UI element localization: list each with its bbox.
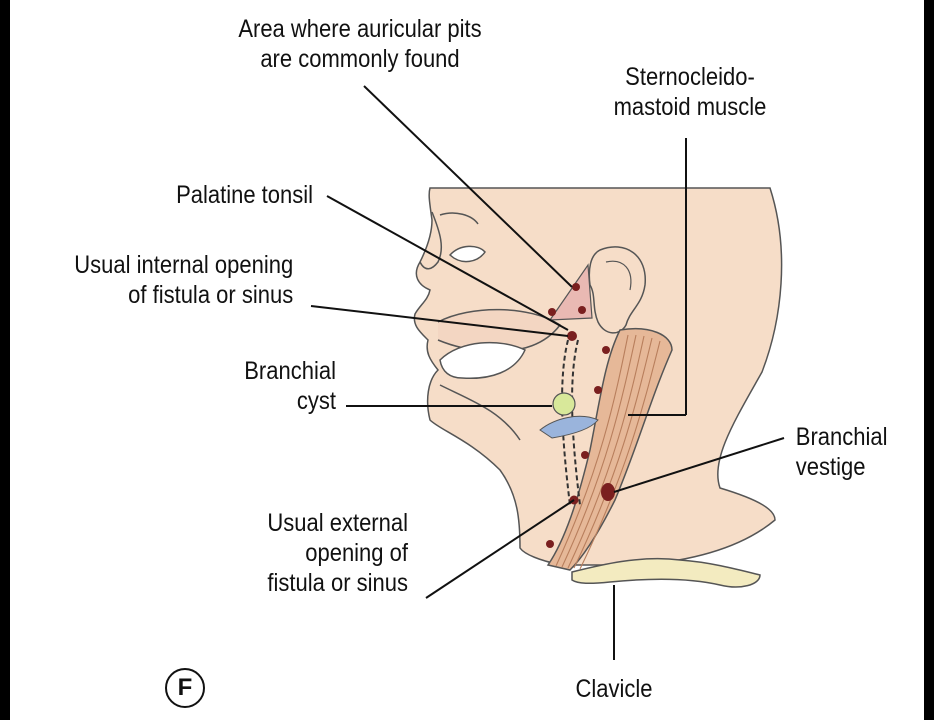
panel-letter-badge: F bbox=[165, 668, 205, 708]
label-clavicle: Clavicle bbox=[561, 674, 667, 704]
branchial-cyst bbox=[553, 393, 575, 415]
label-palatine-tonsil: Palatine tonsil bbox=[123, 180, 313, 210]
label-branchial-cyst: Branchial cyst bbox=[218, 356, 336, 416]
label-internal-opening: Usual internal opening of fistula or sin… bbox=[47, 250, 293, 310]
label-sternocleidomastoid: Sternocleido- mastoid muscle bbox=[602, 62, 778, 122]
label-auricular-pits: Area where auricular pits are commonly f… bbox=[219, 14, 501, 74]
label-external-opening: Usual external opening of fistula or sin… bbox=[232, 508, 408, 598]
label-branchial-vestige: Branchial vestige bbox=[796, 422, 910, 482]
branchial-vestige bbox=[601, 483, 615, 501]
